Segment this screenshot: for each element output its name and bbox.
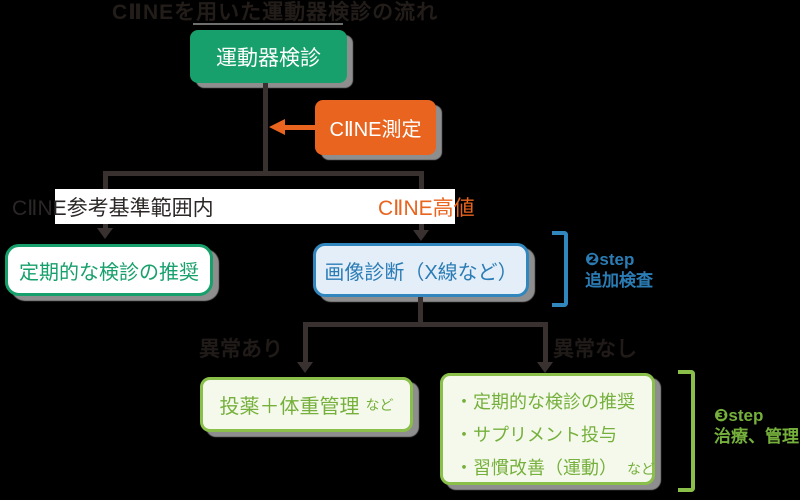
regular-checkup-node: 定期的な検診の推奨 xyxy=(5,244,213,296)
outcome-right-label: 異常なし xyxy=(553,338,637,361)
step2-line2: 追加検査 xyxy=(585,271,653,290)
management-suffix: など xyxy=(627,461,656,477)
regular-checkup-label: 定期的な検診の推奨 xyxy=(19,261,199,284)
step3-line2: 治療、管理 xyxy=(714,427,799,446)
management-item-text: ・習慣改善（運動） xyxy=(455,458,617,478)
management-item: ・習慣改善（運動） など xyxy=(455,452,656,486)
management-item: ・サプリメント投与 xyxy=(455,425,617,445)
arrow-down-icon xyxy=(537,362,553,373)
main-connector-line xyxy=(263,83,268,175)
screening-node-label: 運動器検診 xyxy=(216,46,321,70)
flow-title: CⅡNEを用いた運動器検診の流れ xyxy=(112,1,439,24)
imaging-node-label: 画像診断（X線など） xyxy=(324,261,518,284)
title-underline xyxy=(193,23,343,25)
treatment-node: 投薬＋体重管理 など xyxy=(200,377,413,432)
measurement-arrow-shaft xyxy=(284,125,315,130)
branch-left-label: CⅡNE参考基準範囲内 xyxy=(12,197,214,220)
branch-labels-band xyxy=(55,189,455,224)
management-node: ・定期的な検診の推奨 ・サプリメント投与 ・習慣改善（運動） など xyxy=(440,373,655,485)
management-item: ・定期的な検診の推奨 xyxy=(455,392,635,412)
branch-split-bar xyxy=(103,171,424,176)
branch-right-label: CⅡNE高値 xyxy=(378,197,475,220)
measurement-node: CⅡNE測定 xyxy=(315,100,436,155)
imaging-out-line xyxy=(418,297,423,325)
imaging-node: 画像診断（X線など） xyxy=(313,243,529,297)
treatment-node-label: 投薬＋体重管理 xyxy=(219,396,360,418)
step3-line1: ❸step xyxy=(714,406,764,425)
treatment-suffix: など xyxy=(365,396,394,413)
step2-line1: ❷step xyxy=(585,250,635,269)
outcome-left-line xyxy=(303,322,308,362)
outcome-left-label: 異常あり xyxy=(199,338,283,361)
step3-annotation: ❸step 治療、管理 xyxy=(714,405,799,447)
bracket-icon-step2 xyxy=(552,231,568,307)
arrow-down-icon xyxy=(413,230,429,241)
bracket-icon-step3 xyxy=(678,370,695,492)
arrow-down-icon xyxy=(97,228,113,239)
measurement-node-label: CⅡNE測定 xyxy=(329,119,422,141)
arrow-down-icon xyxy=(297,362,313,373)
outcome-split-bar xyxy=(303,322,548,327)
outcome-right-line xyxy=(543,322,548,362)
screening-node: 運動器検診 xyxy=(190,30,347,83)
arrow-left-icon xyxy=(269,119,285,135)
step2-annotation: ❷step 追加検査 xyxy=(585,249,653,291)
